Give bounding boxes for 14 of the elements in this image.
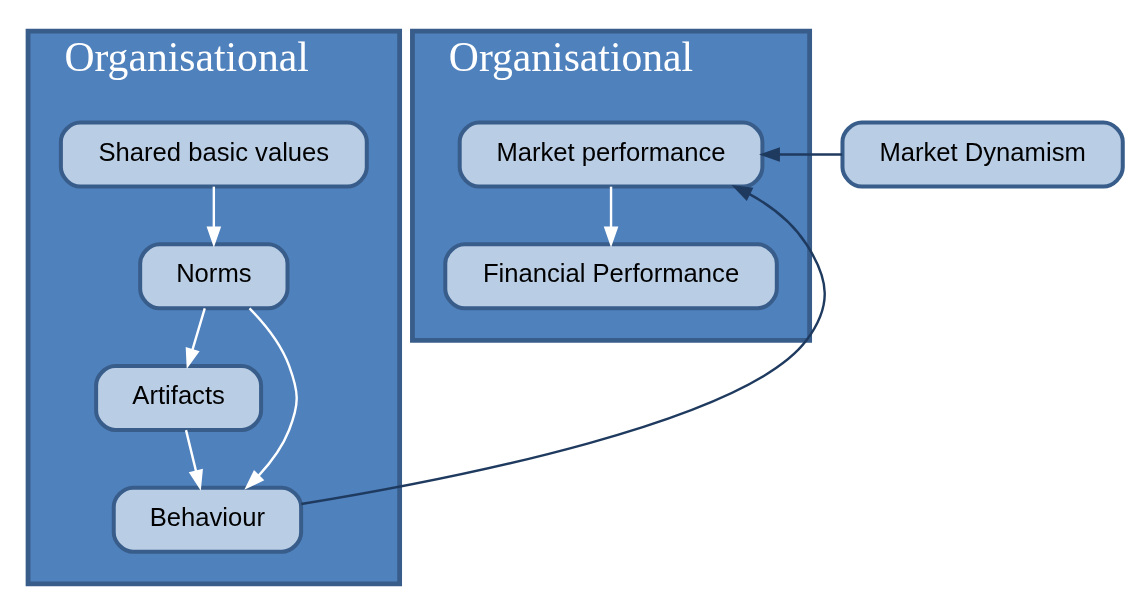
node-box: Shared basic values bbox=[58, 120, 369, 189]
arrow bbox=[301, 185, 826, 506]
arrow bbox=[759, 147, 843, 162]
arrow bbox=[185, 308, 206, 370]
node-box: Norms bbox=[138, 242, 290, 311]
arrow bbox=[206, 186, 222, 248]
node-box: Artifacts bbox=[94, 363, 264, 432]
arrow bbox=[603, 186, 619, 248]
node-box: Market performance bbox=[457, 120, 765, 189]
node-box: Financial Performance bbox=[443, 242, 779, 311]
node-box: Market Dynamism bbox=[840, 120, 1125, 189]
arrow bbox=[244, 307, 298, 490]
arrow bbox=[184, 429, 203, 491]
node-box: Behaviour bbox=[111, 485, 304, 554]
